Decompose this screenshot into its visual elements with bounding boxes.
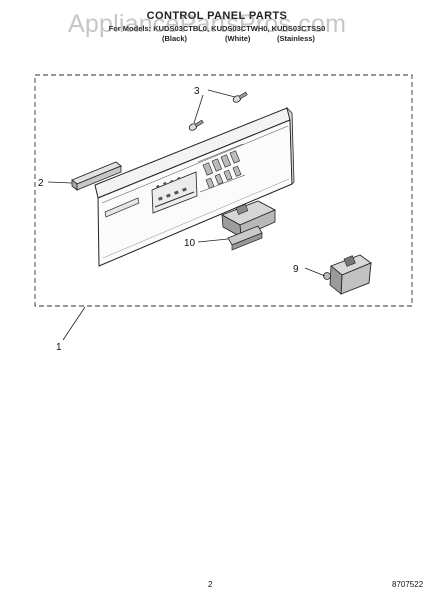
document-number: 8707522 xyxy=(392,580,424,589)
color-variants: (Black) (White) (Stainless) xyxy=(0,34,434,44)
mounting-screws xyxy=(188,91,248,131)
leader-lines xyxy=(47,89,326,341)
assembly-boundary xyxy=(34,74,413,307)
latch-handle xyxy=(323,254,372,295)
watermark-logo: AppliancePartsPros.com xyxy=(68,10,347,38)
diagram-title: CONTROL PANEL PARTS xyxy=(146,10,288,22)
color-variant-stainless: (Stainless) xyxy=(277,34,315,43)
callout-3: 3 xyxy=(194,86,200,97)
diagram-header: CONTROL PANEL PARTS For Models: KUDS03CT… xyxy=(0,10,434,44)
model-list: For Models: KUDS03CTBL0, KUDS03CTWH0, KU… xyxy=(108,24,326,33)
color-variant-black: (Black) xyxy=(162,34,188,43)
page-number: 2 xyxy=(208,580,213,589)
control-buttons xyxy=(202,150,242,189)
callout-10: 10 xyxy=(184,238,196,249)
trim-strip xyxy=(71,161,122,191)
callout-9: 9 xyxy=(293,264,299,275)
color-variant-white: (White) xyxy=(225,34,251,43)
callout-1: 1 xyxy=(56,342,62,353)
door-latch xyxy=(220,200,277,251)
brand-badge xyxy=(104,197,140,218)
control-panel xyxy=(94,106,295,267)
control-display xyxy=(151,171,198,214)
callout-2: 2 xyxy=(38,178,44,189)
